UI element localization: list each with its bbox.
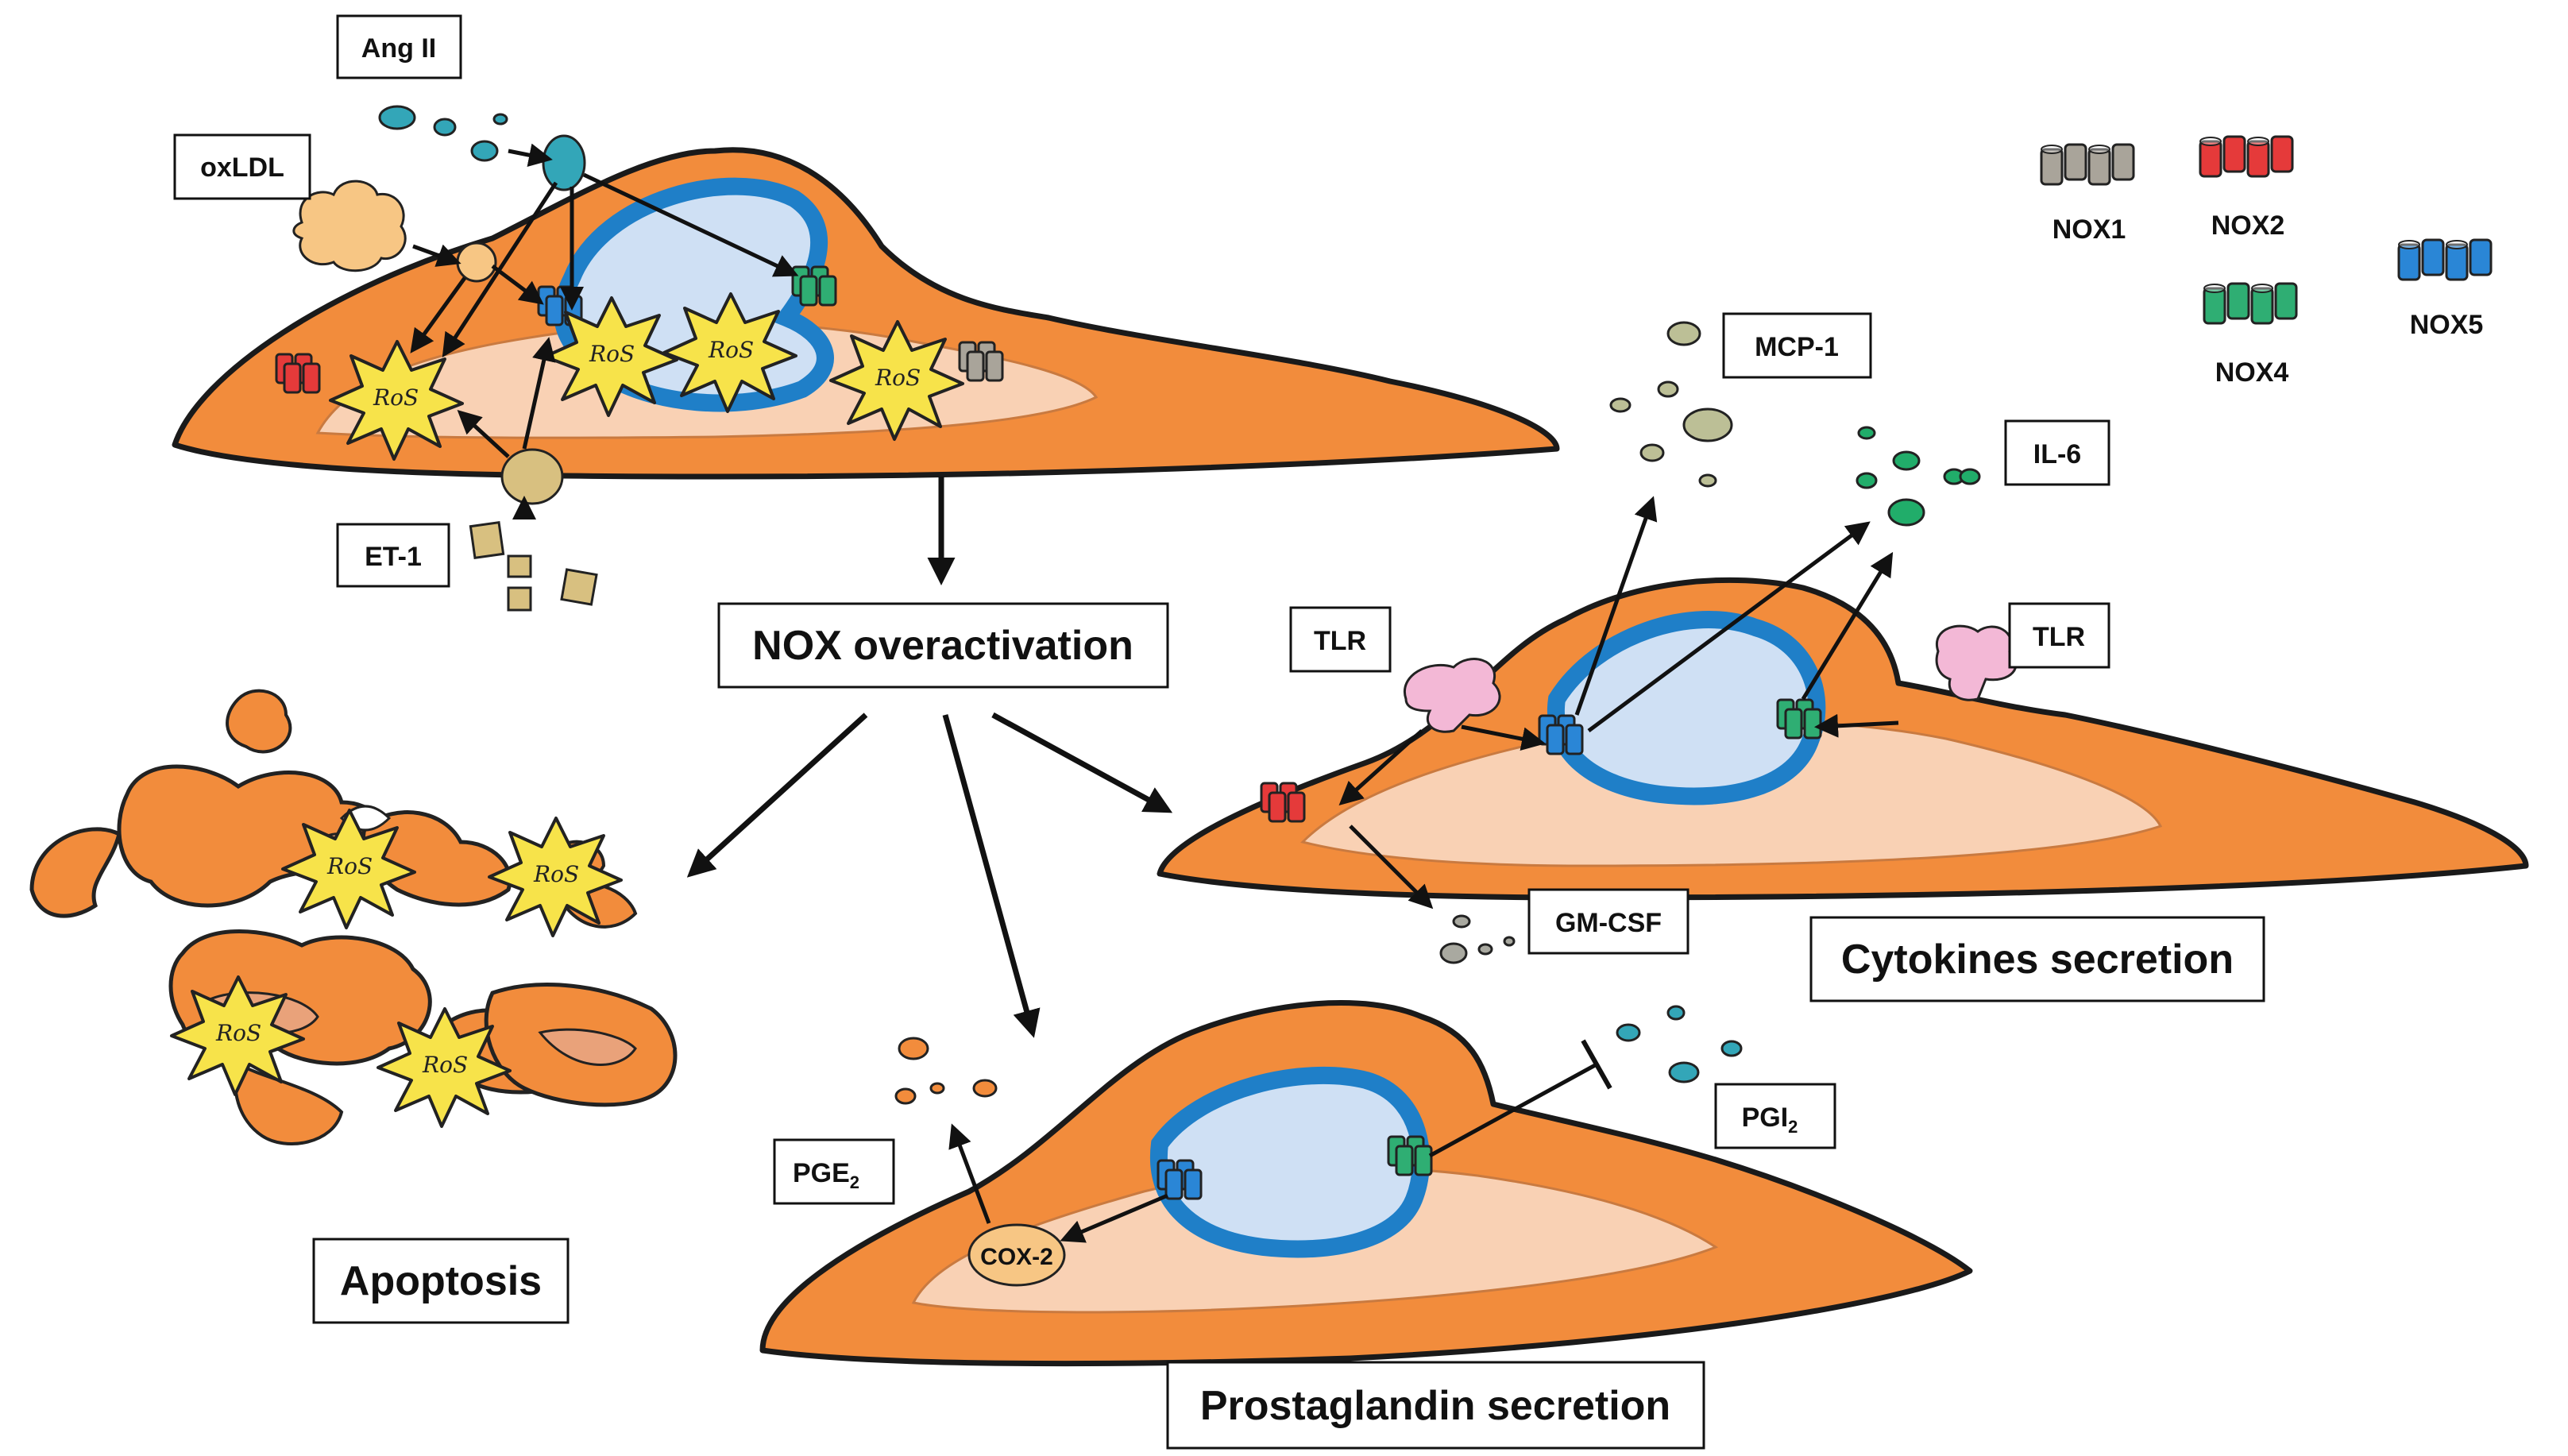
label-et1: ET-1 [336,523,450,588]
label-oxldl: oxLDL [173,133,311,200]
nox1-legend-icon [2040,143,2135,186]
label-pge2: PGE2 [773,1138,895,1205]
ang-ii-receptor-icon [542,134,586,191]
tlr-right-receptor-icon [1935,624,2018,701]
apoptotic-cell: RoS RoS RoS RoS [29,689,678,1145]
label-mcp1: MCP-1 [1722,312,1872,379]
svg-text:TLR: TLR [2033,622,2085,652]
ros-label: RoS [533,861,579,887]
et1-receptor-icon [500,448,564,505]
svg-text:NOX overactivation: NOX overactivation [752,623,1133,669]
cox2-enzyme-icon [967,1223,1066,1287]
svg-text:oxLDL: oxLDL [200,153,284,183]
ros-label: RoS [875,365,921,391]
svg-text:GM-CSF: GM-CSF [1555,908,1662,938]
ros-label: RoS [422,1052,468,1078]
svg-text:Ang II: Ang II [361,33,436,64]
cox2-label: COX-2 [980,1244,1053,1270]
tlr-left-receptor-icon [1403,658,1501,733]
top-cell: RoS RoS RoS RoS [172,105,1560,612]
legend-label-nox5: NOX5 [2410,310,2484,340]
svg-text:PGI2: PGI2 [1742,1103,1798,1137]
label-tlr-left: TLR [1289,606,1392,673]
ros-label: RoS [215,1020,261,1046]
svg-text:ET-1: ET-1 [365,542,422,572]
label-tlr-right: TLR [2008,602,2110,669]
svg-text:PGE2: PGE2 [793,1158,859,1192]
oxldl-receptor-icon [456,241,497,283]
prostaglandin-cell: COX-2 [759,1000,1973,1367]
label-cytokines-secretion: Cytokines secretion [1809,916,2265,1002]
ros-label: RoS [373,384,419,411]
label-ang-ii: Ang II [336,14,462,79]
svg-text:Cytokines secretion: Cytokines secretion [1841,937,2234,983]
label-il6: IL-6 [2004,419,2110,486]
oxldl-particle-icon [292,180,407,272]
svg-text:Prostaglandin secretion: Prostaglandin secretion [1200,1383,1670,1429]
ros-label: RoS [708,337,754,363]
svg-text:MCP-1: MCP-1 [1755,332,1839,362]
label-prostaglandin-secretion: Prostaglandin secretion [1166,1361,1705,1450]
label-pgi2: PGI2 [1714,1083,1836,1149]
nox5-legend-icon [2397,238,2493,281]
label-nox-overactivation: NOX overactivation [717,602,1169,689]
legend-label-nox2: NOX2 [2211,210,2285,241]
ros-label: RoS [326,853,373,879]
svg-text:Apoptosis: Apoptosis [340,1258,542,1304]
legend-label-nox1: NOX1 [2052,214,2126,245]
label-apoptosis: Apoptosis [312,1238,570,1324]
nox2-legend-icon [2199,135,2294,178]
svg-text:IL-6: IL-6 [2033,439,2081,469]
label-gmcsf: GM-CSF [1527,888,1689,955]
nox4-legend-icon [2203,282,2298,325]
svg-text:TLR: TLR [1314,626,1366,656]
ros-label: RoS [589,341,635,367]
cytokine-cell [1157,321,2529,964]
legend-label-nox4: NOX4 [2215,357,2289,388]
